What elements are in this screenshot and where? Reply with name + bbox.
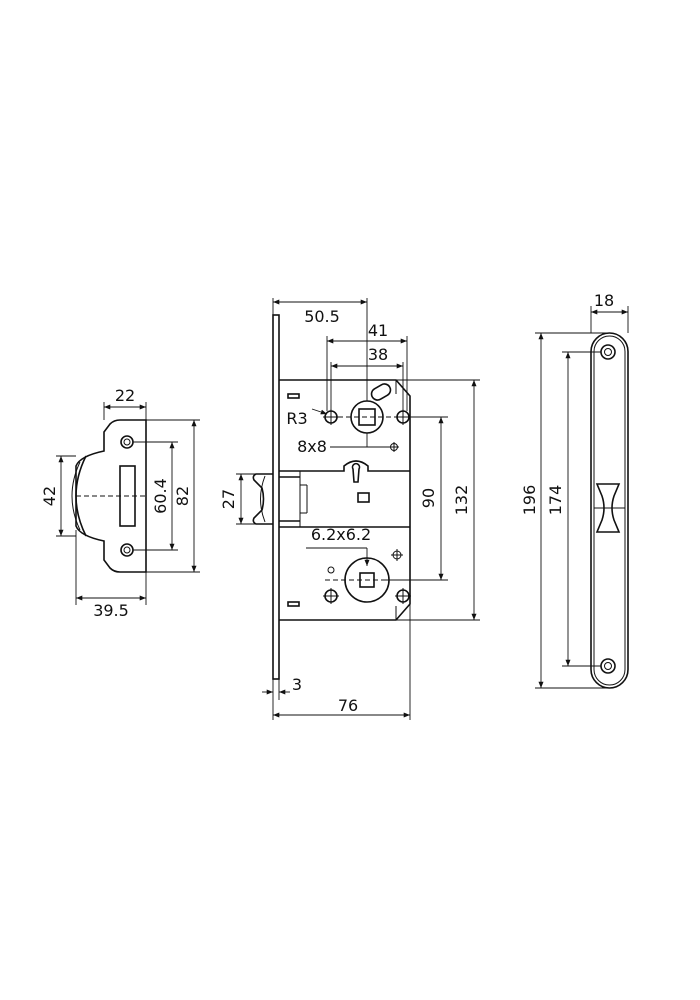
faceplate-hole-top-inner <box>604 348 612 356</box>
strike-hole-bottom-inner <box>123 546 131 554</box>
strike-hole-bottom <box>120 543 134 557</box>
strike-plate-view: 22 42 60.4 82 39.5 <box>40 386 200 620</box>
strike-lip-curve-inner <box>71 461 81 531</box>
case-slot-bottom <box>287 601 300 607</box>
dim-label-6-2: 6.2x6.2 <box>311 525 371 544</box>
dim-label-90: 90 <box>419 488 438 508</box>
case-small-window <box>357 492 370 503</box>
dim-label-3: 3 <box>292 675 302 694</box>
latch-bolt-curve <box>260 475 266 523</box>
lock-faceplate <box>272 314 280 680</box>
faceplate-view: 18 196 174 <box>520 291 629 689</box>
dim-label-22: 22 <box>115 386 135 405</box>
dim-label-38: 38 <box>368 345 388 364</box>
strike-hole-top-inner <box>123 438 131 446</box>
strike-plate-outline <box>75 419 147 573</box>
dim-label-76: 76 <box>338 696 358 715</box>
marker-circle <box>327 566 335 574</box>
lock-body-view: 50.5 41 38 R3 8x8 27 6.2x6.2 90 <box>219 298 480 720</box>
dim-label-60-4: 60.4 <box>151 478 170 514</box>
dim-label-27: 27 <box>219 489 238 509</box>
dim-label-39-5: 39.5 <box>93 601 129 620</box>
dim-label-82: 82 <box>173 486 192 506</box>
lock-case-outline <box>279 379 411 621</box>
strike-hole-top <box>120 435 134 449</box>
dim-label-174: 174 <box>546 485 565 516</box>
kidney-slot <box>370 383 392 401</box>
dim-label-41: 41 <box>368 321 388 340</box>
keyhole <box>351 462 361 483</box>
dim-label-42: 42 <box>40 486 59 506</box>
faceplate-hole-top <box>600 344 616 360</box>
dim-label-196: 196 <box>520 485 539 516</box>
key-plate-edge <box>338 460 410 472</box>
faceplate-hole-bottom <box>600 658 616 674</box>
dim-label-18: 18 <box>594 291 614 310</box>
dim-label-8x8: 8x8 <box>297 437 327 456</box>
dim-label-r3: R3 <box>286 409 307 428</box>
faceplate-outline <box>590 332 629 689</box>
leader-r3 <box>311 408 328 415</box>
dim-label-132: 132 <box>452 485 471 516</box>
case-slot-top <box>287 393 300 399</box>
faceplate-latch-opening <box>595 483 621 533</box>
faceplate-inner <box>593 335 626 686</box>
latch-bolt-head <box>252 473 273 525</box>
dim-label-50-5: 50.5 <box>304 307 340 326</box>
faceplate-hole-bottom-inner <box>604 662 612 670</box>
